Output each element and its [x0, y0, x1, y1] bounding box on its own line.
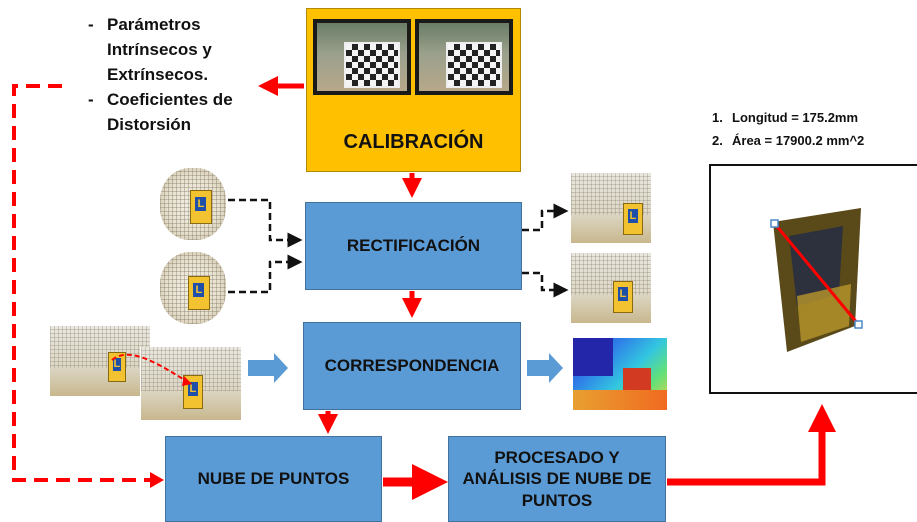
result-length-number: 1. — [712, 110, 723, 125]
calibration-photo-left — [313, 19, 411, 95]
book-object: L — [623, 203, 643, 235]
result-area: 2. Área = 17900.2 mm^2 — [712, 129, 917, 152]
book-object: L — [108, 352, 126, 382]
arrow-processing-to-result — [667, 404, 836, 486]
measurement-line — [773, 223, 860, 325]
processing-box: PROCESADO Y ANÁLISIS DE NUBE DE PUNTOS — [448, 436, 666, 522]
note-dash-1: - — [88, 15, 94, 34]
point-cloud-box: NUBE DE PUNTOS — [165, 436, 382, 522]
calibration-label: CALIBRACIÓN — [343, 131, 484, 153]
disparity-region-near — [573, 338, 613, 376]
dashed-arrow-rectification-to-left — [522, 203, 569, 232]
note-dash-2: - — [88, 90, 94, 109]
disparity-map — [573, 338, 667, 410]
correspondence-box: CORRESPONDENCIA — [303, 322, 521, 410]
book-letter: L — [617, 287, 628, 301]
result-area-number: 2. — [712, 133, 723, 148]
checkerboard-pattern — [446, 42, 503, 89]
stereo-image-right: L — [140, 347, 241, 420]
result-area-text: Área = 17900.2 mm^2 — [732, 133, 865, 148]
note-coefficients: Coeficientes de Distorsión — [107, 90, 233, 134]
rectification-box: RECTIFICACIÓN — [305, 202, 522, 290]
result-length-text: Longitud = 175.2mm — [732, 110, 859, 125]
book-object: L — [613, 281, 633, 313]
calibration-box: CALIBRACIÓN — [306, 8, 521, 172]
point-cloud-render — [770, 208, 863, 352]
dashed-arrow-calibration-to-point-cloud — [12, 84, 152, 482]
checkerboard-pattern — [344, 42, 401, 89]
measurement-handle-start — [770, 219, 779, 228]
arrow-images-to-correspondence — [248, 353, 288, 383]
correspondence-label: CORRESPONDENCIA — [324, 356, 500, 376]
measurement-results: 1. Longitud = 175.2mm 2. Área = 17900.2 mm… — [712, 106, 917, 152]
book-letter: L — [187, 381, 198, 397]
dashed-arrow-raw-left-to-rectification — [228, 198, 303, 248]
book-object: L — [183, 375, 203, 409]
raw-image-right: L — [160, 252, 226, 324]
point-cloud-result-frame — [709, 164, 917, 394]
rectification-label: RECTIFICACIÓN — [346, 236, 481, 256]
measurement-handle-end — [854, 320, 863, 329]
processing-label: PROCESADO Y ANÁLISIS DE NUBE DE PUNTOS — [462, 448, 652, 510]
book-letter: L — [112, 358, 122, 371]
dashed-arrowhead — [150, 472, 164, 488]
book-letter: L — [193, 282, 205, 298]
note-parameters: Parámetros Intrínsecos y Extrínsecos. — [107, 15, 212, 84]
cloud-label-patch — [789, 226, 843, 306]
book-letter: L — [627, 209, 638, 223]
book-object: L — [188, 276, 210, 310]
parameters-note: - Parámetros Intrínsecos y Extrínsecos. … — [88, 12, 288, 137]
disparity-region-floor — [573, 390, 667, 410]
stereo-image-left: L — [50, 326, 150, 396]
book-object: L — [190, 190, 212, 224]
book-letter: L — [195, 196, 207, 212]
dashed-arrow-raw-right-to-rectification — [228, 254, 303, 294]
result-length: 1. Longitud = 175.2mm — [712, 106, 917, 129]
dashed-arrow-rectification-to-right — [522, 271, 569, 298]
arrow-correspondence-to-disparity — [527, 353, 563, 383]
point-cloud-label: NUBE DE PUNTOS — [197, 469, 350, 489]
rectified-image-left: L — [571, 173, 651, 243]
raw-image-left: L — [160, 168, 226, 240]
calibration-photo-right — [415, 19, 513, 95]
rectified-image-right: L — [571, 253, 651, 323]
